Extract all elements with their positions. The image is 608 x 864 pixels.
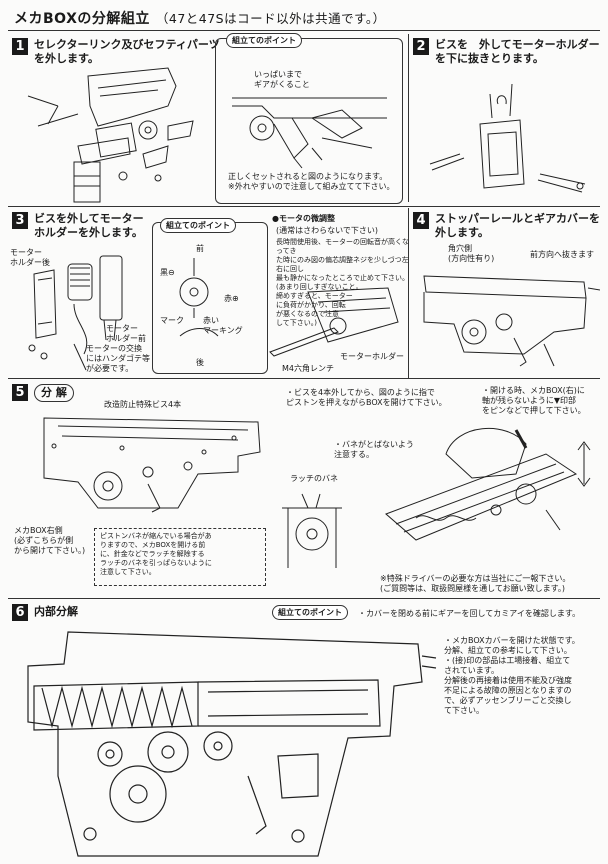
section-5-number: 5 bbox=[12, 384, 28, 401]
section-1-caption: 正しくセットされると図のようになります。 ※外れやすいので注意して組み立てて下さ… bbox=[228, 172, 395, 191]
section-3-heading: ビスを外してモーター ホルダーを外します。 bbox=[34, 212, 144, 239]
section-5-dashed-note-box bbox=[94, 528, 266, 586]
rule-row-2 bbox=[8, 378, 600, 379]
section-3-point-label: 組立てのポイント bbox=[160, 218, 236, 233]
page-title: メカBOXの分解組立 （47と47Sはコード以外は共通です。） bbox=[14, 8, 386, 28]
section-3-number: 3 bbox=[12, 212, 28, 229]
section-3-adjust-title: ●モータの微調整 bbox=[272, 214, 335, 223]
section-4-forward-label: 前方向へ抜きます bbox=[530, 250, 594, 259]
section-6-internal-gearbox-illustration bbox=[27, 631, 437, 857]
section-3-holder-label: モーターホルダー bbox=[340, 352, 404, 361]
section-5-spring-note: ・バネがとばないよう 注意する。 bbox=[334, 440, 414, 459]
section-1-number: 1 bbox=[12, 38, 28, 55]
section-3-point-black: 黒⊖ bbox=[160, 268, 175, 277]
section-5-instruction-1: ・ビスを4本外してから、図のように指で ピストンを押えながらBOXを開けて下さい… bbox=[286, 388, 447, 407]
section-1-point-illustration bbox=[232, 97, 387, 169]
section-5-gearbox-illustration bbox=[43, 417, 261, 513]
section-3-point-mark: マーク bbox=[160, 316, 184, 325]
title-rule bbox=[8, 30, 600, 31]
section-1-callout: いっぱいまで ギアがくること bbox=[254, 70, 310, 89]
section-6-point-label: 組立てのポイント bbox=[272, 605, 348, 620]
section-6-point-text: ・カバーを閉める前にギアーを回してカミアイを確認します。 bbox=[358, 609, 581, 618]
section-5-heading: 分 解 bbox=[34, 384, 74, 402]
section-4-square-hole-label: 角穴側 (方向性有り) bbox=[448, 244, 495, 263]
rule-row-1 bbox=[8, 206, 600, 207]
divider-1-2 bbox=[408, 34, 409, 202]
section-3-point-red: 赤⊕ bbox=[224, 294, 239, 303]
rule-row-3 bbox=[8, 598, 600, 599]
section-1-heading: セレクターリンク及びセフティパーツ を外します。 bbox=[34, 38, 220, 65]
section-5-instruction-2: ・開ける時、メカBOX(右)に 軸が残らないように▼印部 をピンなどで押して下さ… bbox=[482, 386, 586, 415]
section-2-number: 2 bbox=[413, 38, 429, 55]
section-3-adjust-sub: (通常はさわらないで下さい) bbox=[276, 226, 379, 235]
section-2-heading: ビスを 外してモーターホルダー を下に抜きとります。 bbox=[435, 38, 600, 65]
section-3-label-front-holder: モーター ホルダー前 bbox=[106, 324, 146, 343]
section-5-hand-open-illustration bbox=[385, 427, 591, 541]
section-4-number: 4 bbox=[413, 212, 429, 229]
section-3-soldering-note: モーターの交換 にはハンダゴテ等 が必要です。 bbox=[86, 344, 150, 373]
section-3-point-red-marking: 赤い マーキング bbox=[203, 316, 243, 335]
section-3-point-front: 前 bbox=[196, 244, 204, 253]
section-5-latch-illustration bbox=[282, 493, 342, 568]
section-6-notes: ・メカBOXカバーを開けた状態です。 分解、組立ての参考にして下さい。 ・(接)… bbox=[444, 636, 580, 715]
section-3-wrench-illustration bbox=[269, 287, 399, 357]
section-1-point-label: 組立てのポイント bbox=[226, 33, 302, 48]
section-3-label-rear-holder: モーター ホルダー後 bbox=[10, 248, 50, 267]
divider-3-4 bbox=[408, 208, 409, 378]
section-5-latch-spring-label: ラッチのバネ bbox=[290, 474, 338, 483]
section-5-screws-label: 改造防止特殊ビス4本 bbox=[104, 400, 182, 409]
section-4-heading: ストッパーレールとギアカバーを 外します。 bbox=[435, 212, 600, 239]
section-1-point-box bbox=[215, 38, 403, 204]
section-5-dashed-note: ピストンバネが縮んでいる場合があ りますので、メカBOXを開ける前 に、針金など… bbox=[100, 532, 212, 576]
section-3-adjust-text: 長時間使用後、モーターの回転音が高くなってき た時にのみ図の偏芯調整ネジを少しづ… bbox=[276, 238, 409, 327]
section-6-number: 6 bbox=[12, 604, 28, 621]
section-5-right-side-label: メカBOX右側 (必ずこちらが側 から開けて下さい。) bbox=[14, 526, 86, 555]
title-main: メカBOXの分解組立 bbox=[14, 11, 150, 27]
section-3-motor-illustration bbox=[28, 255, 123, 371]
section-1-gearbox-illustration bbox=[27, 67, 194, 203]
section-5-driver-note: ※特殊ドライバーの必要な方は当社にご一報下さい。 (ご質問等は、取扱問屋様を通し… bbox=[380, 574, 571, 593]
section-6-heading: 内部分解 bbox=[34, 605, 78, 618]
section-3-point-illustration bbox=[179, 258, 219, 337]
section-3-wrench-label: M4六角レンチ bbox=[282, 364, 334, 373]
title-note: （47と47Sはコード以外は共通です。） bbox=[155, 11, 386, 26]
section-2-motor-holder-illustration bbox=[429, 83, 586, 193]
section-4-gearbox-illustration bbox=[423, 275, 600, 367]
section-3-point-rear: 後 bbox=[196, 358, 204, 367]
